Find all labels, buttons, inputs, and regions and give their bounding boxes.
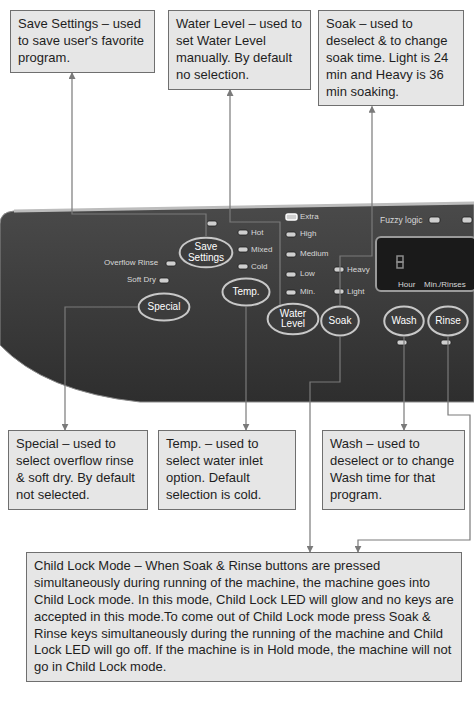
callout-box: Temp. – used to select water inlet optio… <box>158 430 296 510</box>
callout-text: Temp. – used to select water inlet optio… <box>166 436 288 504</box>
panel-label: Fuzzy logic <box>380 216 423 225</box>
panel-label: Medium <box>300 250 328 258</box>
button-ellipse <box>139 294 190 321</box>
panel-label: Low <box>300 270 315 278</box>
panel-label: Mixed <box>251 246 272 254</box>
button-label: Save Settings <box>185 242 227 263</box>
callout-box: Wash – used to deselect or to change Was… <box>322 430 465 510</box>
button-ellipse <box>384 307 423 336</box>
button-ellipse <box>223 279 270 306</box>
panel-label: Min. <box>300 288 315 296</box>
panel-body <box>0 203 474 402</box>
button-label: Water Level <box>273 309 313 330</box>
panel-label: Soft Dry <box>127 276 156 284</box>
panel-label: Hour <box>398 281 415 289</box>
panel-button: Rinse <box>427 305 469 337</box>
button-label: Temp. <box>232 287 259 298</box>
panel-button: Special <box>137 292 191 322</box>
button-ellipse <box>321 307 359 336</box>
button-label: Soak <box>329 316 352 327</box>
callout-text: Save Settings – used to save user's favo… <box>18 16 147 67</box>
panel-button: Save Settings <box>178 236 234 269</box>
panel-label: Min./Rinses <box>424 281 466 289</box>
button-label: Special <box>148 302 181 313</box>
button-ellipse <box>180 238 233 268</box>
callout-text: Child Lock Mode – When Soak & Rinse butt… <box>34 558 454 676</box>
leader-arrow <box>245 307 246 430</box>
panel-label: Light <box>347 288 364 296</box>
panel-trim <box>14 203 474 211</box>
callout-box: Special – used to select overflow rinse … <box>8 430 148 510</box>
callout-box: Save Settings – used to save user's favo… <box>10 10 155 73</box>
leader-arrow <box>340 107 372 306</box>
callout-box: Soak – used to deselect & to change soak… <box>318 10 464 106</box>
panel-label: Hot <box>251 229 263 237</box>
leader-arrow <box>72 73 206 236</box>
panel-label: Extra <box>300 213 319 221</box>
seven-segment-digit <box>397 256 403 268</box>
panel-label: Overflow Rinse <box>104 259 158 267</box>
panel-button: Soak <box>320 305 360 337</box>
callout-box: Water Level – used to set Water Level ma… <box>168 10 311 90</box>
panel-label: High <box>300 230 316 238</box>
panel-label: Cold <box>251 263 267 271</box>
callout-text: Water Level – used to set Water Level ma… <box>176 16 303 84</box>
panel-button: Water Level <box>266 302 320 336</box>
callout-text: Soak – used to deselect & to change soak… <box>326 16 456 100</box>
button-ellipse <box>428 307 467 336</box>
panel-label: Heavy <box>347 266 370 274</box>
callout-text: Wash – used to deselect or to change Was… <box>330 436 457 504</box>
button-ellipse <box>268 304 319 335</box>
callout-text: Special – used to select overflow rinse … <box>16 436 140 504</box>
leader-arrow <box>403 337 404 430</box>
panel-button: Wash <box>383 305 425 337</box>
button-label: Wash <box>391 316 416 327</box>
panel-button: Temp. <box>221 277 271 307</box>
button-label: Rinse <box>435 316 461 327</box>
display-window <box>376 237 474 291</box>
leader-arrow <box>230 90 280 305</box>
leader-arrow <box>65 307 137 430</box>
callout-box: Child Lock Mode – When Soak & Rinse butt… <box>26 552 462 682</box>
